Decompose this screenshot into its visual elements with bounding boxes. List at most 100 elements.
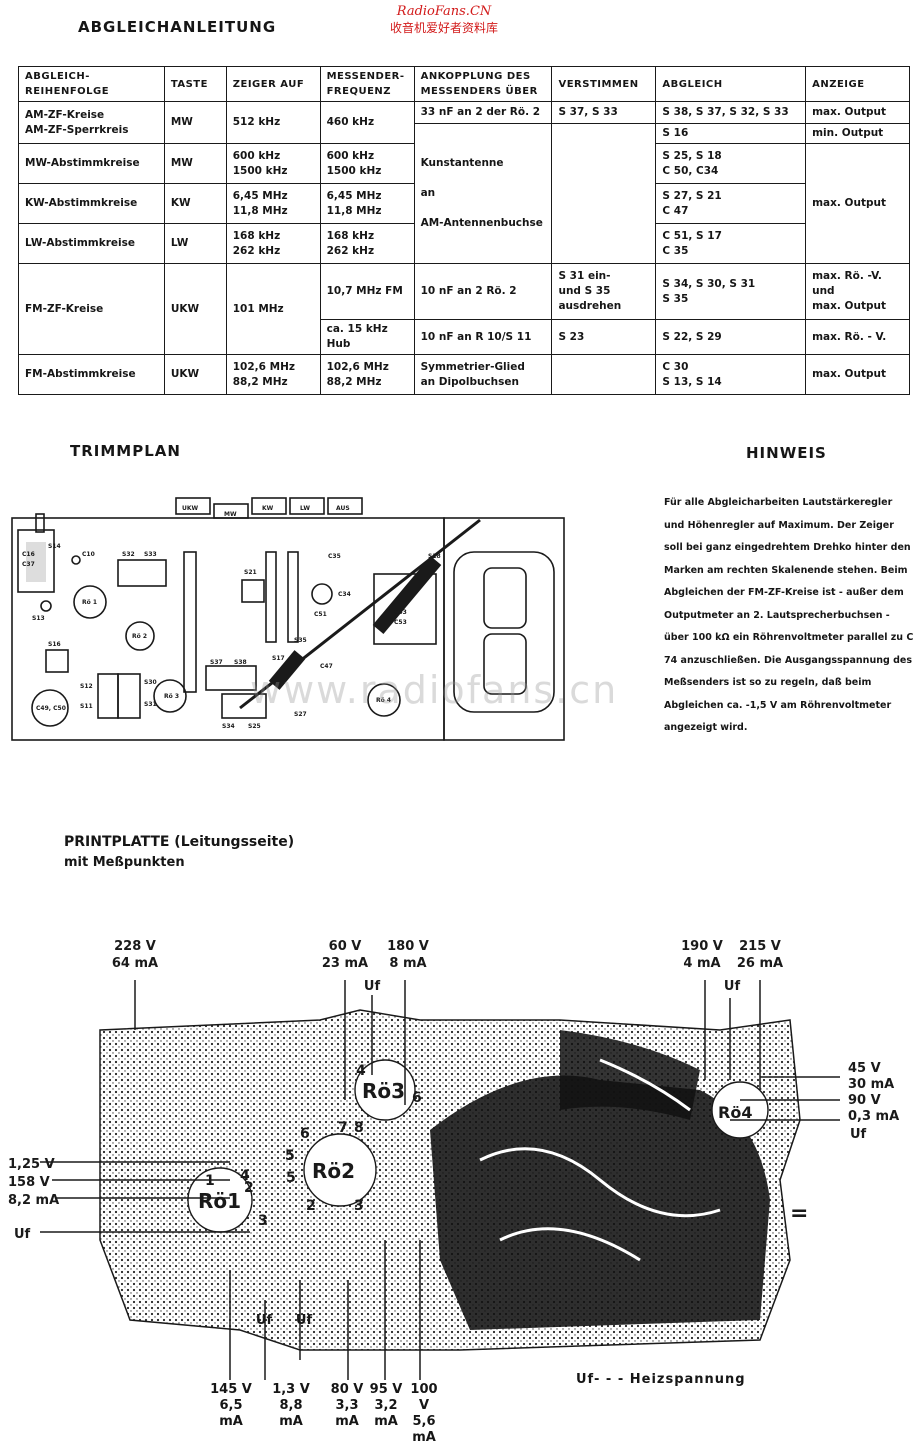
button-outline	[175, 497, 211, 515]
button-outline	[251, 497, 287, 515]
table-cell: 10 nF an 2 Rö. 2	[413, 263, 553, 320]
table-cell: FM-Abstimmkreise	[18, 354, 165, 395]
table-cell: 101 MHz	[225, 263, 321, 355]
table-cell: S 25, S 18 C 50, C34	[655, 143, 807, 184]
coil-s37-s38	[205, 665, 257, 691]
table-cell: min. Output	[805, 123, 910, 144]
col-header: VERSTIMMEN	[551, 66, 657, 102]
print-subtitle: mit Meßpunkten	[64, 855, 185, 870]
trimmplan-diagram: UKW MW KW LW AUS C16 C37 S14 C10 S32 S33…	[11, 497, 565, 741]
part-label: Rö 3	[164, 693, 179, 700]
uf-label: Uf	[296, 1313, 313, 1328]
table-cell: 102,6 MHz 88,2 MHz	[319, 354, 415, 395]
uf-label: Uf	[724, 979, 741, 994]
part-label: Rö 2	[132, 633, 147, 640]
pcb-diagram: Rö1 Rö2 Rö3 Rö4 1 2 3 4 5 6 7 8 2 3 5 4 …	[8, 939, 899, 1380]
button-label-kw: KW	[262, 505, 274, 512]
col-header: ABGLEICH	[655, 66, 807, 102]
part-label: Rö 1	[82, 599, 97, 606]
table-cell: S 23	[551, 319, 657, 355]
coil-s21	[241, 579, 265, 603]
antenna-post	[35, 513, 45, 533]
table-cell: Kunstantenne an AM-Antennenbuchse	[413, 123, 553, 264]
table-cell: 168 kHz 262 kHz	[225, 223, 321, 264]
pcb-ground-plane	[430, 1075, 770, 1330]
slider-strip	[183, 551, 197, 693]
ferrite-core	[373, 573, 437, 645]
button-label-aus: AUS	[336, 505, 350, 512]
table-cell: S 16	[655, 123, 807, 144]
trimmer-c34	[311, 583, 333, 605]
table-cell: max. Rö. - V.	[805, 319, 910, 355]
button-label-lw: LW	[300, 505, 310, 512]
part-label: S17	[272, 655, 285, 662]
pin-label: 3	[258, 1213, 268, 1229]
tube-ro4	[367, 683, 401, 717]
watermark-url: www.radiofans.cn	[250, 668, 619, 712]
tube-ro3	[153, 679, 187, 713]
watermark-line2: 收音机爱好者资料库	[390, 21, 499, 35]
col-header: ABGLEICH- REIHENFOLGE	[18, 66, 165, 102]
tube-socket-ro2	[303, 1133, 377, 1207]
part-label: C37	[22, 561, 35, 568]
table-cell: S 27, S 21 C 47	[655, 183, 807, 224]
measure-label: 95 V 3,2 mA	[369, 1382, 403, 1429]
abgleich-table: ABGLEICH- REIHENFOLGE TASTE ZEIGER AUF M…	[18, 66, 910, 395]
button-label-ukw: UKW	[182, 505, 199, 512]
tube-ro2	[125, 621, 155, 651]
table-row: Kunstantenne an AM-Antennenbuchse S 16 m…	[19, 123, 910, 264]
table-cell: UKW	[163, 354, 227, 395]
uf-label: Uf	[256, 1313, 273, 1328]
hinweis-text: Für alle Abgleicharbeiten Lautstärkeregl…	[664, 497, 914, 733]
measure-label: 45 V	[848, 1061, 881, 1076]
measure-label: 1,3 V 8,8 mA	[272, 1382, 310, 1429]
table-cell: LW	[163, 223, 227, 264]
table-cell: Symmetrier-Glied an Dipolbuchsen	[413, 354, 553, 395]
table-cell: MW	[163, 143, 227, 184]
pin-label: 3	[354, 1198, 364, 1214]
part-label: C34	[338, 591, 351, 598]
rod-coil	[268, 650, 306, 690]
table-cell: LW-Abstimmkreise	[18, 223, 165, 264]
table-cell: KW	[163, 183, 227, 224]
table-row: FM-Abstimmkreise UKW 102,6 MHz 88,2 MHz …	[18, 354, 910, 395]
measure-label: 1,25 V	[8, 1157, 55, 1172]
button-outline	[289, 497, 325, 515]
pin-label: 5	[285, 1148, 295, 1164]
col-header: TASTE	[163, 66, 227, 102]
table-cell: UKW	[163, 263, 227, 355]
pin-label: 4	[240, 1168, 250, 1184]
table-header-row: ABGLEICH- REIHENFOLGE TASTE ZEIGER AUF M…	[18, 66, 910, 102]
table-cell: C 51, S 17 C 35	[655, 223, 807, 264]
table-cell: 168 kHz 262 kHz	[319, 223, 415, 264]
trimmer-c10	[71, 555, 81, 565]
uf-label: Uf	[850, 1127, 867, 1142]
coil-pair	[117, 559, 167, 587]
col-header: ANKOPPLUNG DES MESSENDERS ÜBER	[413, 66, 553, 102]
part-label: C43	[394, 609, 407, 616]
tube-ro1	[73, 585, 107, 619]
table-cell	[551, 123, 657, 264]
footnote: Uf- - - Heizspannung	[576, 1372, 746, 1387]
table-cell: FM-ZF-Kreise	[18, 263, 165, 355]
pcb-trace	[499, 1227, 641, 1262]
table-cell: C 30 S 13, S 14	[655, 354, 807, 395]
part-label: S18	[428, 553, 441, 560]
pin-label: 8	[354, 1120, 364, 1136]
part-label: C51	[314, 611, 327, 618]
part-label: S35	[294, 637, 307, 644]
page-title: ABGLEICHANLEITUNG	[78, 18, 277, 36]
part-label: C16	[22, 551, 35, 558]
uf-label: Uf	[14, 1227, 31, 1242]
measure-label: 100 V 5,6 mA	[410, 1382, 438, 1445]
watermark-logo: RadioFans.CN 收音机爱好者资料库	[390, 4, 498, 36]
uf-label: Uf	[364, 979, 381, 994]
transformer	[483, 567, 527, 629]
pin-label: 5	[286, 1170, 296, 1186]
pin-label: 7	[338, 1120, 348, 1136]
measure-label: 145 V 6,5 mA	[210, 1382, 252, 1429]
coil-s16	[45, 649, 69, 673]
measure-label: 0,3 mA	[848, 1109, 899, 1124]
